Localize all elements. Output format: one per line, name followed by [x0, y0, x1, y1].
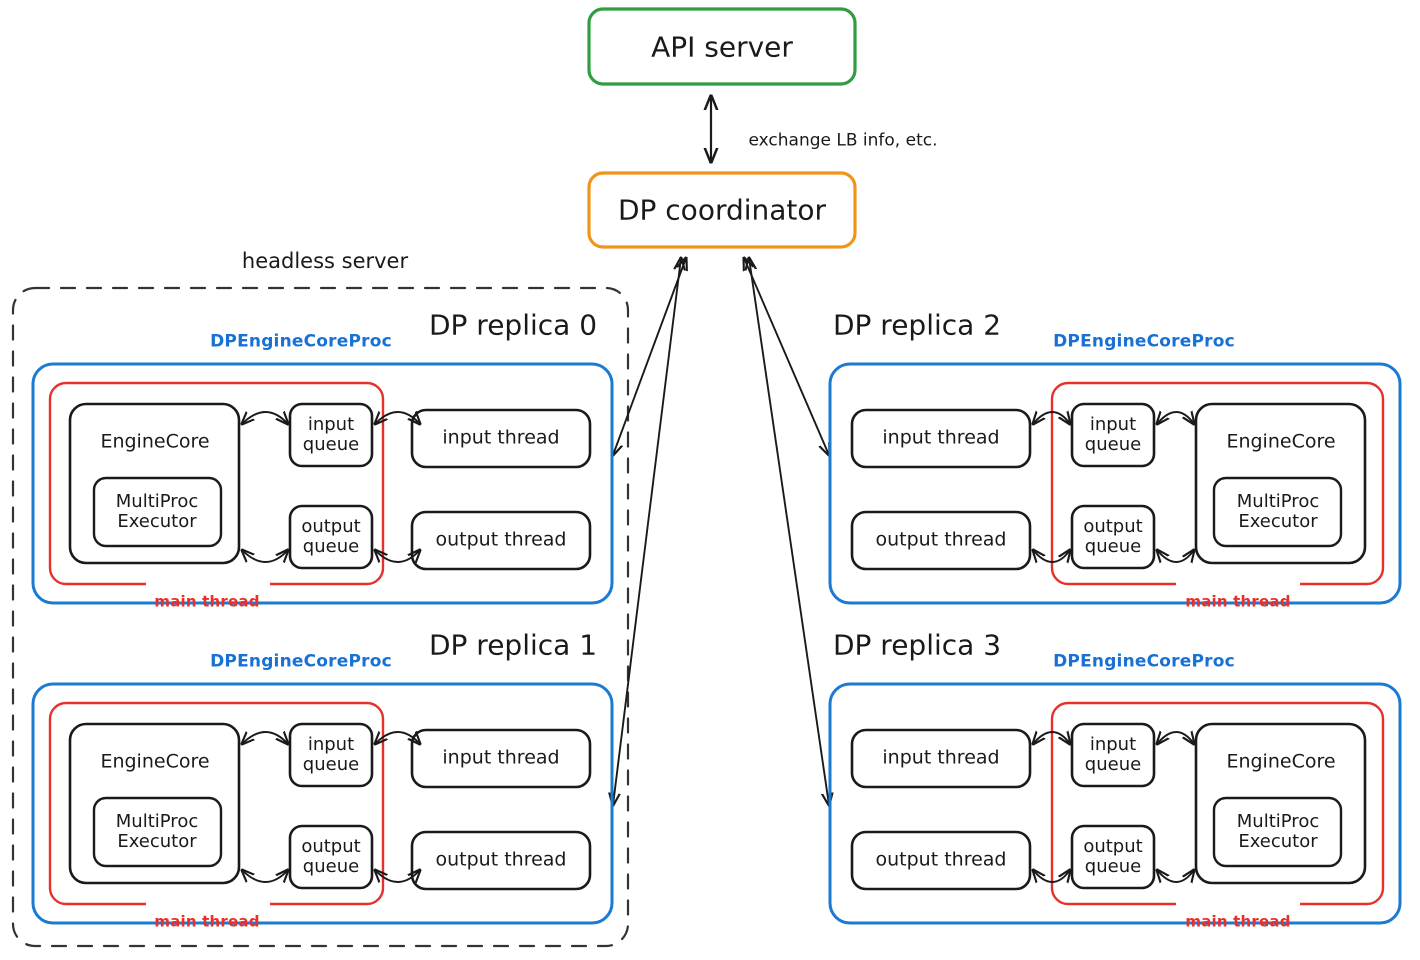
replica-1-output-thread-box[interactable]	[410, 830, 592, 891]
replica-0-input-queue-box[interactable]	[288, 402, 374, 468]
replica-1-proc-box[interactable]	[31, 682, 614, 925]
replica-3-proc-box[interactable]	[828, 682, 1402, 925]
replica-1-input-queue-box[interactable]	[288, 722, 374, 788]
replica-0-multiproc-executor-box[interactable]	[92, 476, 223, 548]
replica-2-input-thread-box[interactable]	[850, 408, 1032, 469]
replica-0-group	[31, 362, 614, 605]
replica-2-main-thread-box[interactable]	[1050, 381, 1385, 586]
replica-2-output-queue-box[interactable]	[1070, 504, 1156, 570]
replica-3-main-thread-box[interactable]	[1050, 701, 1385, 906]
replica-3-input-queue-box[interactable]	[1070, 722, 1156, 788]
replica-2-group	[828, 362, 1402, 605]
replica-1-engine-core-box[interactable]	[68, 722, 241, 885]
replica-2-proc-box[interactable]	[828, 362, 1402, 605]
replica-3-multiproc-executor-box[interactable]	[1212, 796, 1343, 868]
replica-0-output-thread-box[interactable]	[410, 510, 592, 571]
replica-2-multiproc-executor-box[interactable]	[1212, 476, 1343, 548]
replica-0-proc-box[interactable]	[31, 362, 614, 605]
replica-3-output-queue-box[interactable]	[1070, 824, 1156, 890]
dp-coordinator-box[interactable]	[587, 171, 857, 249]
replica-3-output-thread-box[interactable]	[850, 830, 1032, 891]
replica-1-multiproc-executor-box[interactable]	[92, 796, 223, 868]
replica-2-engine-core-box[interactable]	[1194, 402, 1367, 565]
replica-1-main-thread-box[interactable]	[48, 701, 385, 906]
replica-0-main-thread-box[interactable]	[48, 381, 385, 586]
api-server-box[interactable]	[587, 7, 857, 86]
coordinator-replica-0-link	[613, 258, 686, 455]
replica-1-group	[31, 682, 614, 925]
replica-1-input-thread-box[interactable]	[410, 728, 592, 789]
replica-3-input-thread-box[interactable]	[850, 728, 1032, 789]
replica-2-input-queue-box[interactable]	[1070, 402, 1156, 468]
replica-0-output-queue-box[interactable]	[288, 504, 374, 570]
headless-server-region	[11, 286, 630, 948]
coordinator-replica-1-link	[613, 258, 681, 805]
replica-2-output-thread-box[interactable]	[850, 510, 1032, 571]
coordinator-replica-2-link	[744, 258, 829, 455]
replica-0-engine-core-box[interactable]	[68, 402, 241, 565]
replica-1-output-queue-box[interactable]	[288, 824, 374, 890]
coordinator-replica-3-link	[749, 258, 829, 805]
replica-3-group	[828, 682, 1402, 925]
replica-3-engine-core-box[interactable]	[1194, 722, 1367, 885]
replica-0-input-thread-box[interactable]	[410, 408, 592, 469]
